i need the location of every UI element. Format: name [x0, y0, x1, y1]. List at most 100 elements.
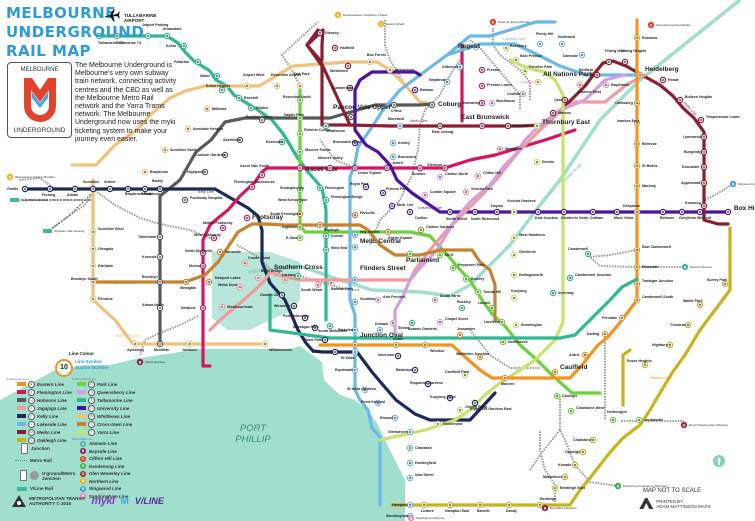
station[interactable]: Cain: [554, 96, 569, 104]
station[interactable]: Drybugh: [316, 221, 339, 232]
station[interactable]: Thornbury East: [533, 119, 591, 130]
station[interactable]: Domain: [375, 322, 388, 334]
station[interactable]: Camberwell South: [633, 295, 673, 304]
station[interactable]: Essex Heights: [627, 359, 652, 369]
station[interactable]: Elwood: [380, 414, 399, 422]
station[interactable]: Riverside: [633, 263, 658, 271]
station[interactable]: Oakleigh: [565, 448, 587, 456]
station[interactable]: Southern Cross: [274, 264, 323, 280]
station[interactable]: Toorak Hill: [474, 288, 501, 296]
station[interactable]: Chadstone: [573, 436, 597, 444]
station[interactable]: Huntingfield: [406, 459, 436, 467]
station[interactable]: Batman Park: [327, 279, 353, 291]
station[interactable]: Princes Park: [379, 187, 408, 197]
station[interactable]: Appleton: [282, 223, 304, 231]
station[interactable]: Royal Park: [350, 182, 370, 191]
station[interactable]: Brunswick West: [333, 139, 361, 147]
station[interactable]: Niddrie: [247, 104, 268, 112]
station[interactable]: Clifton Hill: [474, 171, 501, 180]
station[interactable]: Watson: [549, 109, 571, 117]
station[interactable]: Newport Lakes: [205, 276, 241, 286]
station[interactable]: Newlands: [429, 78, 451, 86]
station[interactable]: Avondale Heights: [184, 125, 223, 133]
station[interactable]: Linacre: [420, 501, 434, 513]
station[interactable]: Jessamine: [456, 327, 475, 339]
station[interactable]: Braybrook: [141, 168, 168, 176]
vline-terminal[interactable]: Melton Ballarat Ararat: [10, 198, 48, 202]
station[interactable]: Moonee Ponds: [296, 148, 331, 156]
station[interactable]: Parliament: [406, 250, 440, 264]
station[interactable]: Altona North: [142, 303, 164, 312]
station[interactable]: New Street: [406, 473, 434, 482]
station[interactable]: East Coburg: [432, 122, 453, 134]
station[interactable]: Rosebury: [502, 44, 527, 52]
station[interactable]: Rosehill: [235, 94, 258, 102]
station[interactable]: E-Gate: [286, 234, 304, 242]
station[interactable]: Merlynston: [386, 66, 414, 74]
station[interactable]: Dennis: [533, 158, 554, 166]
station[interactable]: Clonbrae: [670, 321, 692, 329]
station[interactable]: Caulfield Park: [445, 370, 469, 379]
station[interactable]: Box Hill: [724, 205, 755, 216]
station[interactable]: Cotham: [589, 208, 603, 220]
station[interactable]: Airport West: [243, 73, 265, 90]
station[interactable]: Burnley: [462, 275, 484, 283]
station[interactable]: Westbreen: [330, 62, 352, 73]
station[interactable]: Wattle Park: [683, 299, 704, 309]
station[interactable]: Ivanhoe East: [617, 119, 641, 127]
station[interactable]: Reade: [659, 76, 679, 84]
station[interactable]: Woolhouse: [488, 99, 515, 107]
station[interactable]: Flemington Racecourse: [234, 180, 275, 191]
station[interactable]: Hollingsworth: [510, 271, 543, 279]
station[interactable]: St Bedes: [633, 162, 657, 170]
station[interactable]: Melb. Central: [351, 238, 401, 251]
station[interactable]: Albert Park: [303, 336, 329, 344]
station[interactable]: Brooklyn: [142, 275, 164, 286]
station[interactable]: Coulson Gardens: [195, 151, 229, 159]
station[interactable]: Oak Park: [294, 72, 310, 90]
station[interactable]: Showgrounds: [280, 186, 304, 194]
station[interactable]: Stonnington: [512, 321, 542, 329]
station[interactable]: Northcote: [504, 122, 529, 130]
station[interactable]: Malvern: [501, 374, 515, 386]
station[interactable]: Buckley Corner: [246, 115, 273, 124]
station[interactable]: Middle Footscray: [203, 221, 233, 232]
station[interactable]: Strathmore: [322, 122, 345, 133]
station[interactable]: Jawbone: [182, 340, 197, 352]
station[interactable]: Penders Park: [521, 65, 552, 75]
station[interactable]: East Brunswick: [461, 114, 510, 130]
station[interactable]: Northbrook: [499, 338, 528, 346]
station[interactable]: Parkville: [351, 211, 375, 219]
station[interactable]: Port Melbourne: [283, 314, 309, 322]
station[interactable]: Slater: [200, 72, 221, 80]
station[interactable]: Bulleen Heights: [676, 95, 712, 104]
station[interactable]: Southbank: [351, 297, 379, 306]
station[interactable]: Highpoint: [187, 168, 209, 176]
station[interactable]: Hampton East: [445, 501, 470, 513]
station[interactable]: Camberwell Junction: [566, 273, 611, 282]
station[interactable]: Lansell: [478, 301, 496, 312]
station[interactable]: Flemington Bridge: [322, 195, 363, 204]
station[interactable]: Aylesbury: [127, 340, 144, 352]
station[interactable]: Ascot Vale: [296, 164, 338, 173]
station[interactable]: Essendon: [266, 138, 286, 146]
station[interactable]: Lauriston: [484, 318, 506, 326]
station[interactable]: Victoria Park: [462, 187, 493, 196]
station[interactable]: Williamstown: [261, 340, 292, 352]
station[interactable]: Keilor: [166, 42, 188, 50]
station[interactable]: Brooklyn South: [71, 277, 98, 286]
station[interactable]: Footscray Hospital: [181, 196, 222, 204]
station[interactable]: Fullarton: [174, 58, 202, 66]
station[interactable]: Sunshine North: [161, 146, 197, 154]
station[interactable]: Deepdene: [623, 204, 641, 216]
station[interactable]: Moonee Valley: [318, 156, 343, 172]
station[interactable]: Wirraway: [274, 302, 298, 310]
station[interactable]: Darevale: [563, 51, 586, 59]
station[interactable]: Flemington: [316, 184, 344, 192]
station[interactable]: Highbury: [652, 341, 674, 349]
